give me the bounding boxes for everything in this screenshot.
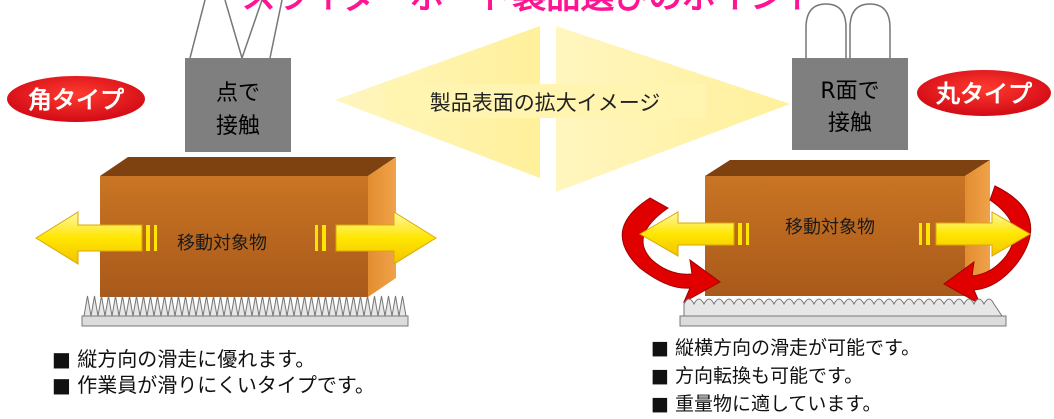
left-feature-item: ■ 縦方向の滑走に優れます。 (52, 347, 316, 371)
left-feature-list: ■ 縦方向の滑走に優れます。 ■ 作業員が滑りにくいタイプです。 (52, 346, 375, 398)
right-contact-line2: 接触 (828, 111, 872, 136)
right-feature-item: ■ 方向転換も可能です。 (651, 365, 864, 387)
right-contact-box (792, 58, 908, 150)
right-type-badge (915, 68, 1053, 118)
right-rounded-surface (679, 298, 1007, 327)
left-contact-line2: 接触 (216, 114, 260, 139)
right-slide-arrow (639, 211, 1031, 257)
right-feature-list: ■ 縦横方向の滑走が可能です。 ■ 方向転換も可能です。 ■ 重量物に適していま… (651, 334, 920, 418)
left-type-badge (5, 74, 147, 124)
right-type-badge-label: 丸タイプ (935, 80, 1033, 108)
left-hanger-wires (189, 0, 283, 59)
right-hanger-loops (805, 3, 891, 58)
left-contact-box (185, 58, 291, 152)
left-contact-line1: 点で (216, 81, 260, 106)
left-slide-arrow (35, 211, 437, 265)
left-object-label: 移動対象物 (177, 233, 267, 254)
rotate-arrow-icon (621, 197, 721, 304)
right-object-label: 移動対象物 (785, 217, 875, 238)
left-feature-item: ■ 作業員が滑りにくいタイプです。 (52, 373, 375, 397)
diagram-title: スライダーボード製品選びのポイント (242, 0, 819, 17)
right-feature-item: ■ 縦横方向の滑走が可能です。 (651, 337, 921, 359)
left-pointed-surface (81, 295, 409, 327)
left-type-badge-label: 角タイプ (28, 86, 125, 114)
magnified-image-label: 製品表面の拡大イメージ (430, 91, 661, 115)
right-feature-item: ■ 重量物に適しています。 (651, 393, 882, 415)
right-contact-line1: R面で (820, 79, 879, 104)
magnified-image-banner (335, 26, 790, 192)
